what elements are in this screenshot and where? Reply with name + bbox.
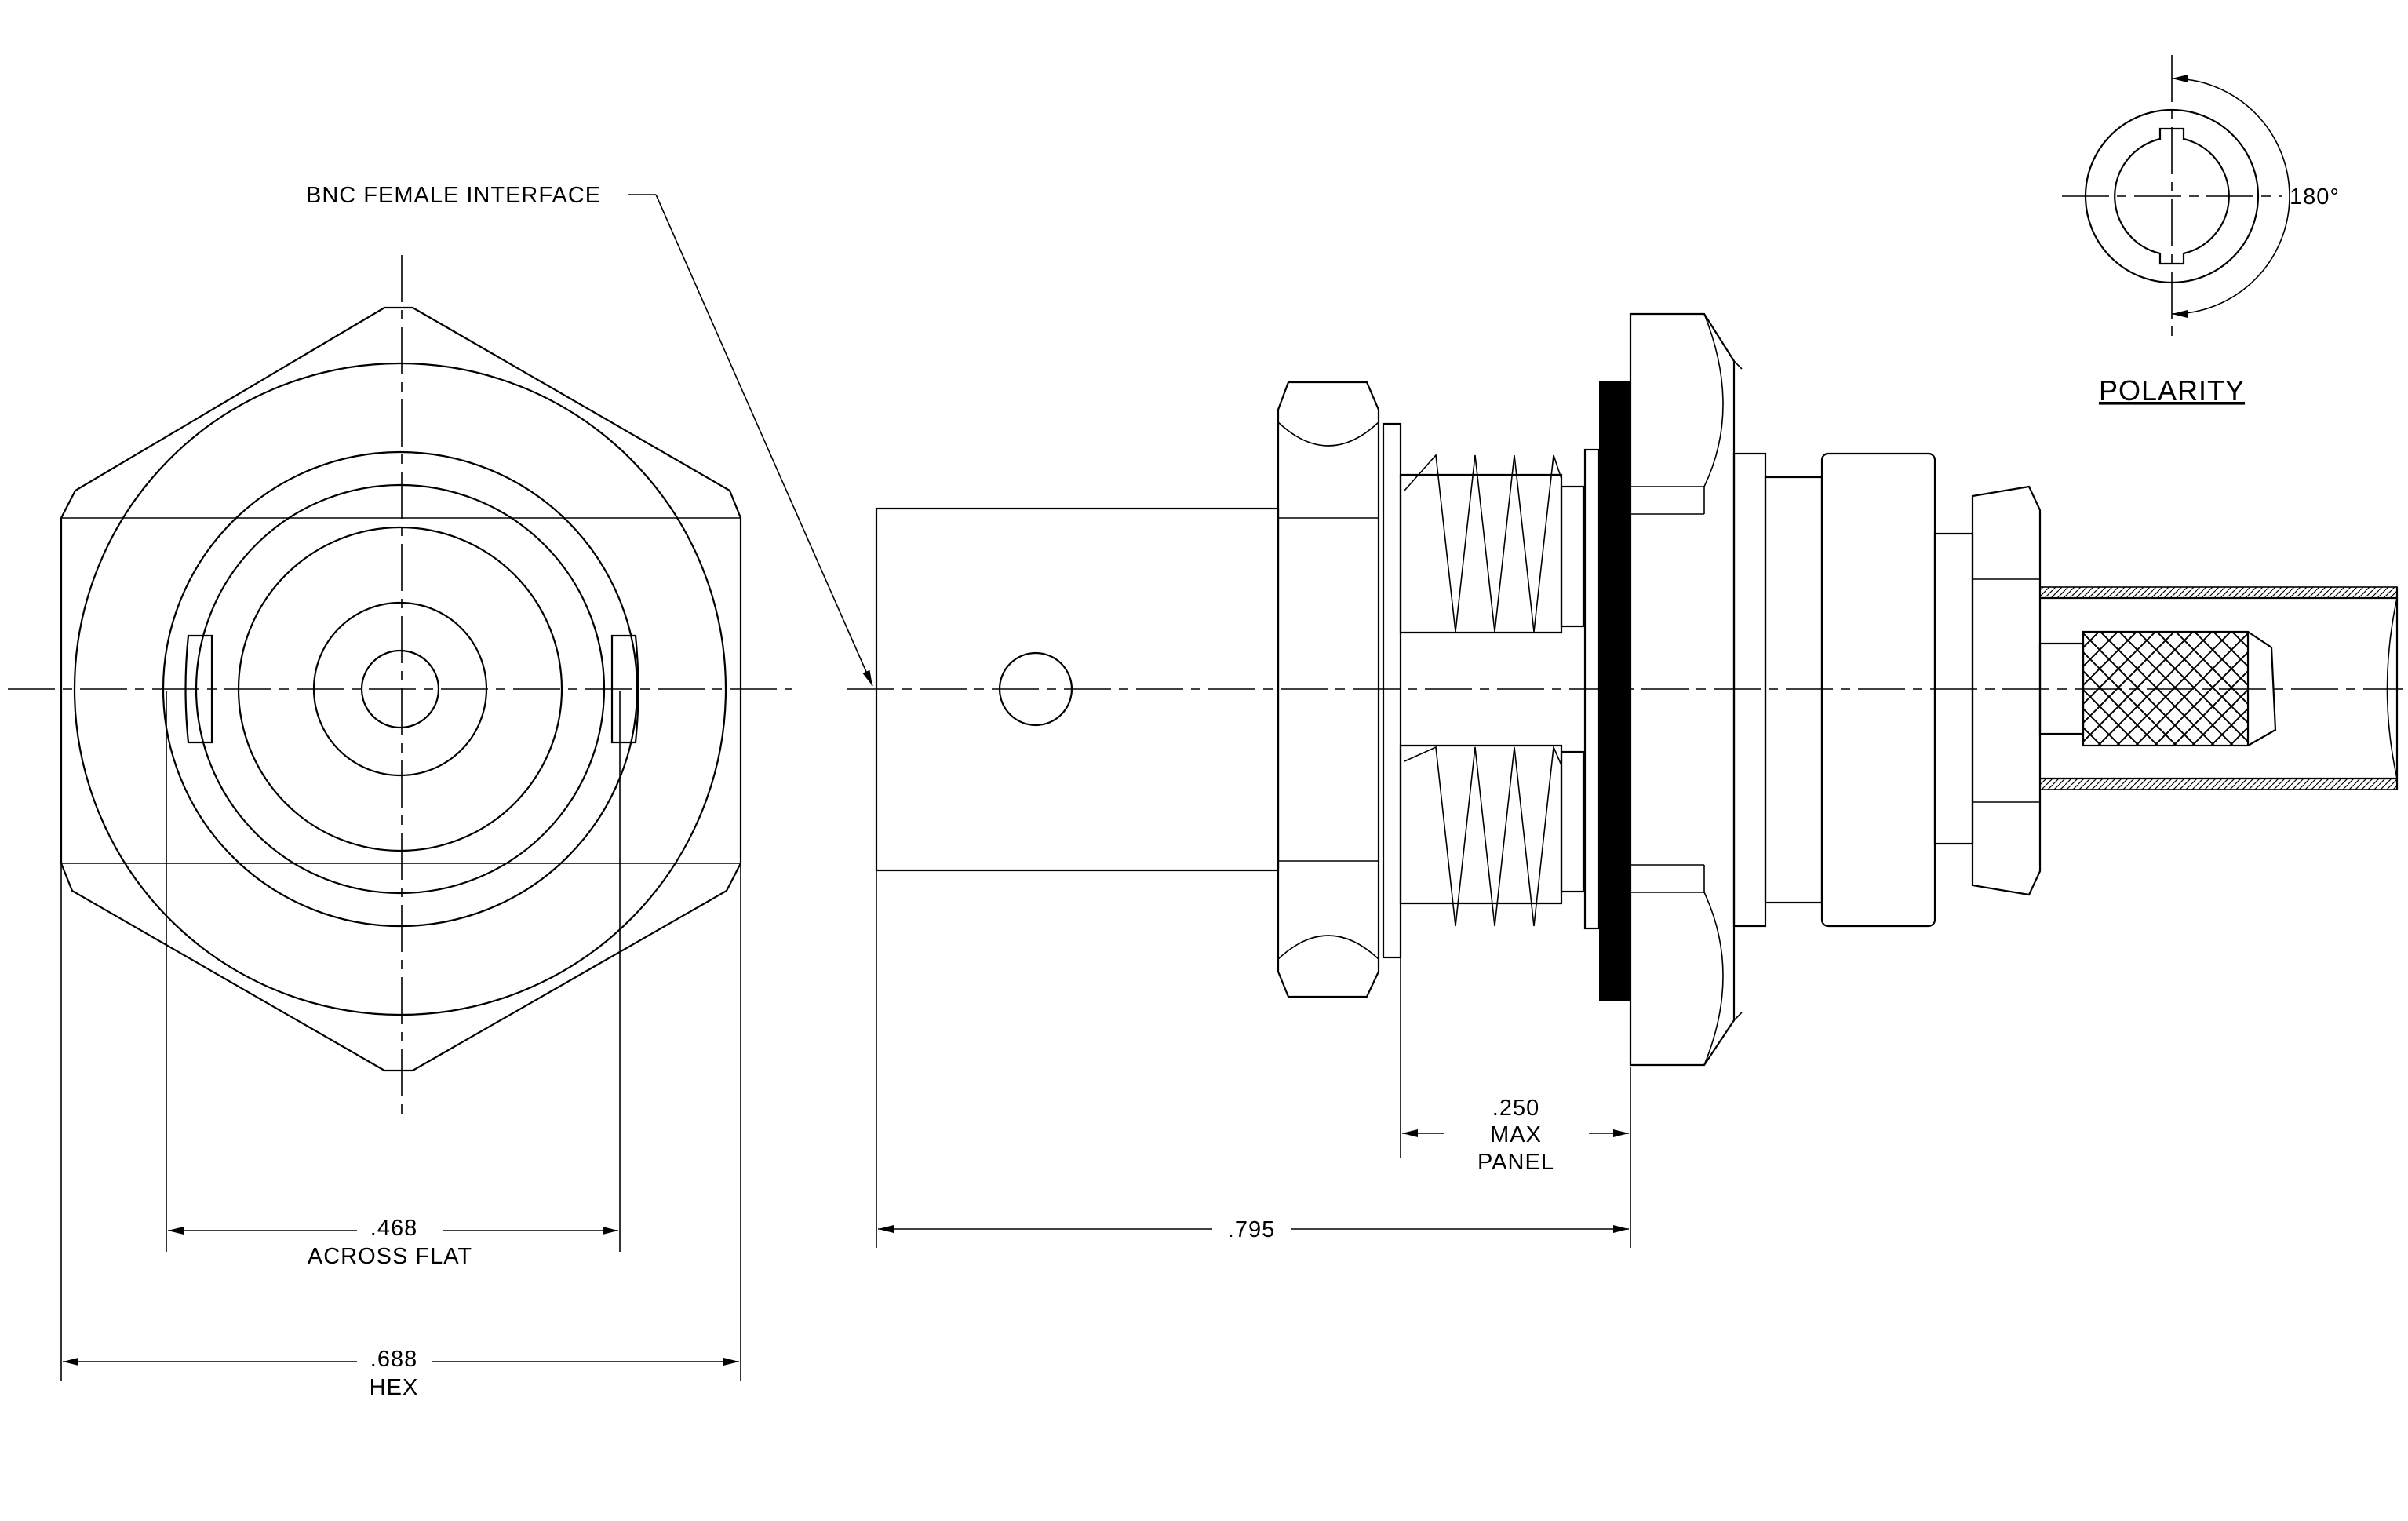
polarity-angle: 180°	[2290, 184, 2340, 210]
dim-length-value: .795	[1228, 1217, 1275, 1242]
thread-section	[1399, 454, 1585, 927]
dim-across-flat-value: .468	[370, 1216, 417, 1241]
crimp-ferrule	[2038, 586, 2399, 790]
dim-across-flat-text: ACROSS FLAT	[308, 1244, 472, 1269]
dim-hex: .688 HEX	[63, 1347, 739, 1400]
dim-panel: .250 MAX PANEL	[1402, 1096, 1629, 1175]
hex-inner-circle	[73, 362, 727, 1016]
callout-label: BNC FEMALE INTERFACE	[306, 183, 601, 208]
dim-length: .795	[878, 1217, 1629, 1242]
front-view: .468 ACROSS FLAT .688 HEX	[8, 255, 792, 1400]
polarity-keyed-circle	[2114, 127, 2230, 265]
dim-panel-line2: MAX	[1490, 1122, 1542, 1147]
polarity-view: 180° POLARITY	[2062, 55, 2340, 407]
panel-gasket	[1599, 381, 1630, 1001]
side-view: BNC FEMALE INTERFACE	[306, 183, 2403, 1248]
dim-panel-line3: PANEL	[1477, 1150, 1554, 1175]
crimp-hex	[1971, 485, 2042, 896]
dim-hex-value: .688	[370, 1347, 417, 1372]
rear-hex-nut	[1629, 312, 1743, 1067]
front-hex-nut	[1277, 381, 1380, 998]
polarity-title: POLARITY	[2099, 374, 2245, 407]
dim-across-flat: .468 ACROSS FLAT	[168, 1216, 618, 1269]
dim-hex-text: HEX	[370, 1375, 419, 1400]
center-contact	[360, 649, 440, 729]
dim-panel-value: .250	[1492, 1096, 1539, 1121]
